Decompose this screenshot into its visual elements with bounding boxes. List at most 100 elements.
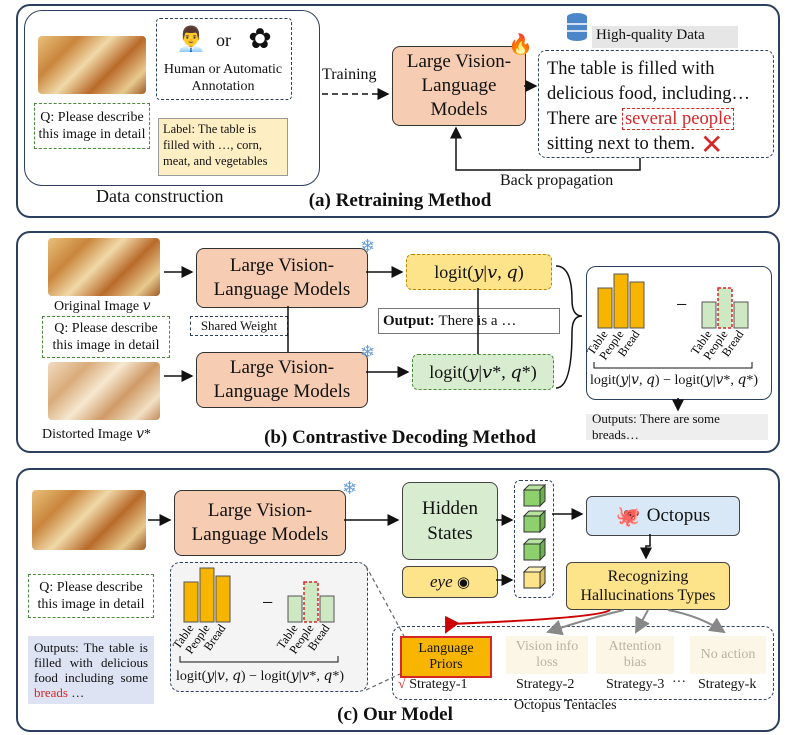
bar-right-2 bbox=[319, 595, 335, 623]
human-icon: 👨‍💼 bbox=[176, 25, 206, 53]
llm-box-a: Large Vision-Language Models bbox=[392, 46, 526, 126]
back-propagation-label: Back propagation bbox=[500, 172, 614, 189]
original-image bbox=[48, 238, 160, 296]
bar-bracket bbox=[593, 362, 753, 369]
openai-icon: ✿ bbox=[248, 21, 272, 55]
output-line-2: There are several people bbox=[547, 107, 765, 132]
bar-right-2 bbox=[733, 301, 749, 329]
cube-2 bbox=[522, 509, 547, 534]
strategy-3-box: Attention bias bbox=[596, 636, 674, 674]
grey-arrow-strategy-3 bbox=[635, 609, 650, 634]
formula-c: logit(𝑦|𝑣, 𝑞) − logit(𝑦|𝑣*, 𝑞*) bbox=[176, 669, 345, 684]
food-image-c bbox=[32, 490, 146, 550]
eye-box: eye ◉ bbox=[402, 566, 498, 598]
dashed-link-1 bbox=[365, 565, 405, 637]
token-cubes bbox=[522, 483, 547, 590]
strategy-2-box: Vision info loss bbox=[506, 636, 588, 674]
arrow-octopus-to-recognizing bbox=[640, 534, 652, 560]
hidden-states-box: Hidden States bbox=[402, 482, 498, 560]
distorted-image-label: Distorted Image 𝑣* bbox=[42, 427, 151, 442]
bar-right-1 bbox=[717, 287, 733, 329]
strategy-ellipsis: ··· bbox=[672, 675, 686, 690]
output-label: Output: bbox=[383, 312, 435, 329]
training-label: Training bbox=[322, 66, 377, 83]
question-box-a: Q: Please describe this image in detail bbox=[34, 103, 150, 149]
back-propagation-arrow bbox=[450, 126, 641, 171]
fire-icon: 🔥 bbox=[508, 32, 533, 56]
data-construction-box bbox=[24, 10, 320, 186]
octopus-box: 🐙Octopus bbox=[586, 496, 740, 536]
bar-bracket bbox=[179, 656, 339, 663]
minus-c: − bbox=[262, 592, 274, 614]
eye-icon: ◉ bbox=[456, 573, 470, 591]
bar-left-2 bbox=[215, 575, 231, 623]
llm-box-b-bottom: Large Vision-Language Models bbox=[196, 352, 368, 408]
strategy-k-box: No action bbox=[690, 636, 766, 674]
token-stack-box bbox=[514, 480, 554, 598]
logit-box-top: logit(𝑦|𝑣, 𝑞) bbox=[406, 254, 552, 290]
or-text: or bbox=[216, 30, 231, 50]
panel-b-title: (b) Contrastive Decoding Method bbox=[264, 427, 536, 448]
shared-weight-label: Shared Weight bbox=[190, 316, 288, 336]
high-quality-label: High-quality Data bbox=[592, 26, 738, 48]
cube-3 bbox=[522, 537, 547, 562]
cube-4 bbox=[522, 565, 547, 590]
database-icon bbox=[566, 12, 588, 42]
bar-right-1 bbox=[303, 581, 319, 623]
outputs-box-c: Outputs: The table is filled with delici… bbox=[28, 636, 154, 704]
red-arrow-strategy-1 bbox=[445, 609, 611, 634]
outputs-b: Outputs: There are some breads… bbox=[586, 411, 768, 442]
grey-arrow-strategy-k bbox=[667, 609, 726, 634]
bar-right-0 bbox=[287, 595, 303, 623]
cross-icon: ✕ bbox=[700, 128, 724, 161]
tentacles-box bbox=[392, 626, 774, 700]
question-box-b: Q: Please describe this image in detail bbox=[42, 316, 170, 358]
strategy-1-label: √ Strategy-1 bbox=[398, 677, 468, 692]
grey-arrow-strategy-2 bbox=[546, 609, 625, 636]
distorted-image bbox=[48, 362, 160, 420]
outputs-red-word: breads bbox=[34, 685, 68, 700]
recognizing-box: Recognizing Hallucinations Types bbox=[566, 562, 730, 610]
minus-b: − bbox=[676, 294, 688, 316]
snowflake-icon-c: ❄ bbox=[342, 478, 358, 499]
bar-left-2 bbox=[629, 281, 645, 329]
food-image bbox=[38, 36, 146, 94]
dashed-link-2 bbox=[365, 673, 401, 691]
bar-right-0 bbox=[701, 301, 717, 329]
data-construction-label: Data construction bbox=[96, 186, 224, 206]
snowflake-icon-top: ❄ bbox=[360, 236, 376, 257]
hallucinated-text: several people bbox=[621, 108, 735, 130]
strategy-1-box: Language Priors bbox=[400, 636, 492, 678]
brace-b bbox=[555, 265, 583, 389]
output-line-3: sitting next to them. bbox=[547, 134, 695, 154]
annotation-box bbox=[156, 18, 292, 100]
output-box-a: The table is filled with delicious food,… bbox=[538, 50, 774, 158]
strategy-3-label: Strategy-3 bbox=[606, 677, 665, 692]
original-image-label: Original Image 𝑣 bbox=[54, 299, 151, 314]
bar-left-0 bbox=[597, 287, 613, 329]
bar-left-0 bbox=[183, 581, 199, 623]
check-icon: √ bbox=[398, 677, 406, 692]
output-box-b: Output: There is a … bbox=[378, 308, 560, 334]
formula-b: logit(𝑦|𝑣, 𝑞) − logit(𝑦|𝑣*, 𝑞*) bbox=[590, 373, 759, 388]
tentacles-label: Octopus Tentacles bbox=[514, 698, 617, 713]
panel-c-title: (c) Our Model bbox=[337, 704, 453, 725]
llm-box-c: Large Vision-Language Models bbox=[174, 490, 346, 556]
strategy-k-label: Strategy-k bbox=[698, 677, 757, 692]
panel-a-title: (a) Retraining Method bbox=[308, 190, 492, 211]
question-box-c: Q: Please describe this image in detail bbox=[28, 574, 154, 618]
database-icon-svg bbox=[567, 13, 587, 41]
cube-1 bbox=[522, 483, 547, 508]
snowflake-icon-bottom: ❄ bbox=[360, 342, 376, 363]
logit-box-bottom: logit(𝑦|𝑣*, 𝑞*) bbox=[412, 354, 554, 390]
llm-box-b-top: Large Vision-Language Models bbox=[196, 248, 368, 308]
annotation-label: Human or Automatic Annotation bbox=[163, 62, 283, 94]
label-box: Label: The table is filled with …, corn,… bbox=[158, 118, 288, 176]
octopus-icon: 🐙 bbox=[615, 504, 641, 528]
bar-left-1 bbox=[199, 567, 215, 623]
strategy-2-label: Strategy-2 bbox=[516, 677, 575, 692]
bar-left-1 bbox=[613, 273, 629, 329]
